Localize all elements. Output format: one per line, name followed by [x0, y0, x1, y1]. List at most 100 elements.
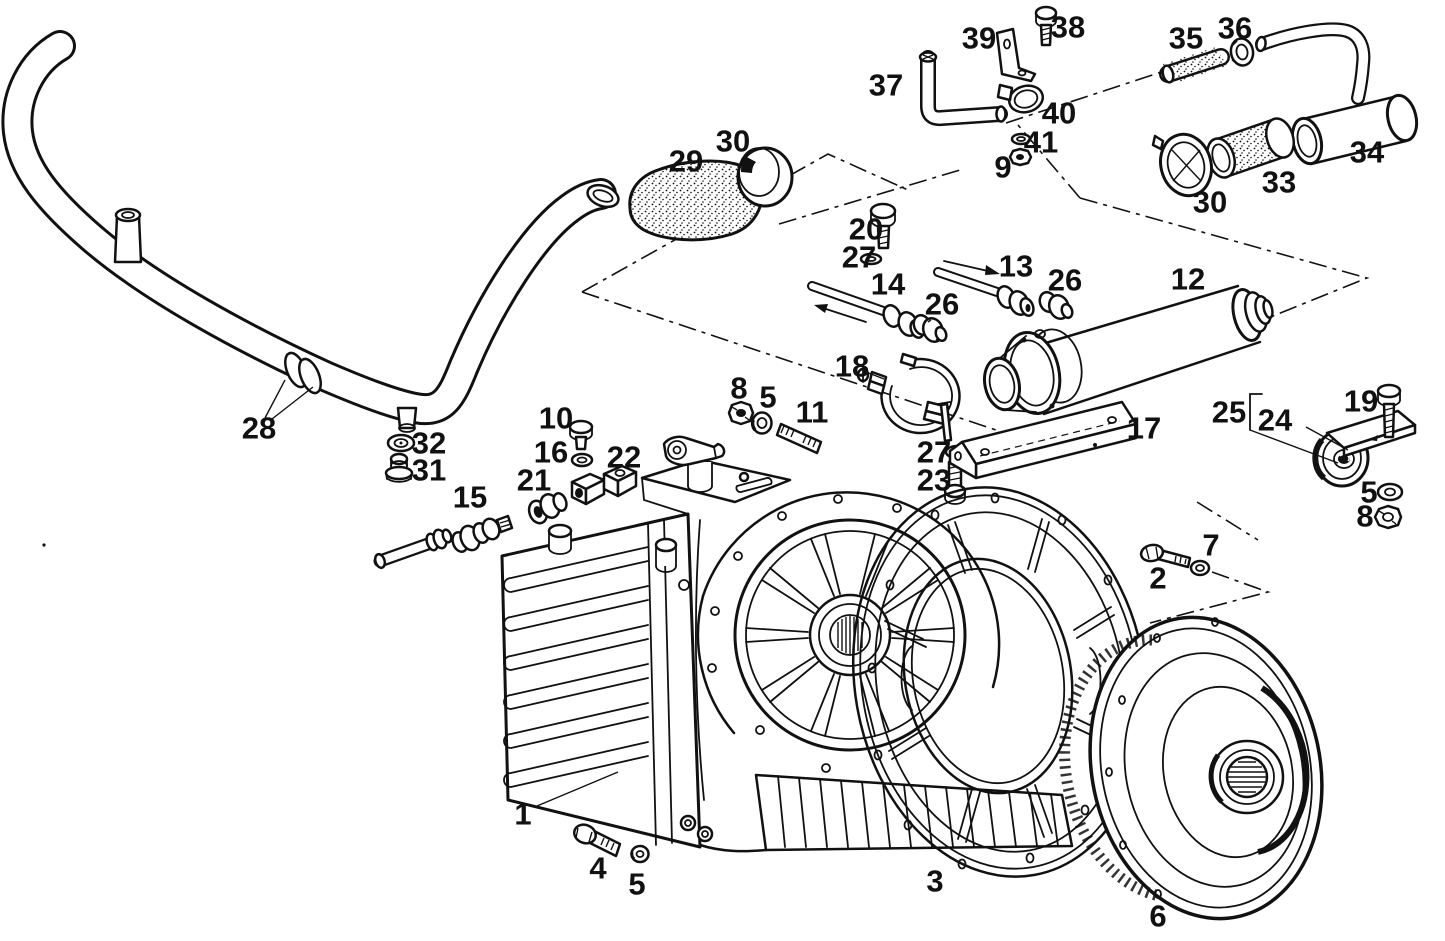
- part-label-26-29: 26: [1048, 263, 1082, 298]
- ring-30a: [736, 146, 794, 208]
- bracket-39: [995, 27, 1037, 83]
- part-label-2-1: 2: [1149, 561, 1166, 596]
- part-label-10-12: 10: [539, 401, 573, 436]
- part-label-6-7: 6: [1149, 899, 1166, 934]
- washer-27a: [859, 252, 883, 266]
- part-label-7-8: 7: [1202, 528, 1219, 563]
- part-label-3-2: 3: [926, 864, 943, 899]
- part-label-14-16: 14: [871, 267, 906, 302]
- reference-plane-lines: [42, 63, 1370, 624]
- cover-6: [1059, 615, 1324, 921]
- part-label-12-14: 12: [1171, 262, 1205, 297]
- part-label-22-24: 22: [607, 440, 641, 475]
- hose-28-coupling: [284, 351, 322, 395]
- flow-arrow-left: [814, 304, 867, 323]
- pipe-13: [933, 267, 1035, 317]
- part-label-8-9: 8: [730, 371, 747, 406]
- pipe-14: [807, 281, 925, 339]
- washer-5b: [1376, 482, 1404, 502]
- part-label-13-15: 13: [999, 249, 1033, 284]
- part-label-39-44: 39: [962, 21, 996, 56]
- ring-spokes: [884, 518, 1116, 843]
- bolt-2: [1139, 543, 1192, 569]
- part-label-16-18: 16: [534, 435, 568, 470]
- bolt-38: [1034, 5, 1058, 47]
- washer-7: [1189, 559, 1211, 577]
- ring-30b: [1151, 132, 1213, 198]
- part-label-8-10: 8: [1356, 499, 1373, 534]
- part-label-26-28: 26: [925, 287, 959, 322]
- part-label-41-46: 41: [1024, 125, 1058, 160]
- callout-25-bracket: [1249, 393, 1349, 464]
- sensor-15: [451, 514, 514, 553]
- blocks-22: [570, 464, 638, 506]
- part-label-18-20: 18: [835, 349, 869, 384]
- part-label-37-42: 37: [869, 68, 903, 103]
- part-label-30-34: 30: [716, 124, 750, 159]
- oil-cooler-12: [983, 284, 1274, 416]
- pipe-unlabeled: [373, 528, 453, 570]
- part-label-23-25: 23: [917, 463, 951, 498]
- part-label-17-19: 17: [1127, 411, 1161, 446]
- bolt-20: [869, 202, 897, 250]
- part-label-24-26: 24: [1258, 403, 1293, 438]
- bracket-17: [948, 400, 1138, 480]
- gearbox-cooling-fins: [503, 546, 649, 788]
- part-label-15-17: 15: [453, 480, 487, 515]
- sleeve-33: [1206, 117, 1295, 179]
- selector-lever: [662, 435, 726, 467]
- nut-9: [1008, 147, 1033, 167]
- bolt-10: [568, 419, 594, 451]
- part-label-34-39: 34: [1350, 135, 1385, 170]
- washer-32: [386, 433, 416, 453]
- filler-cap: [654, 537, 678, 573]
- hose-28-drain-stub: [396, 406, 418, 430]
- part-label-38-43: 38: [1051, 10, 1085, 45]
- fitting-26a: [912, 313, 948, 343]
- leader-lines: [264, 371, 885, 807]
- bolt-19: [1376, 383, 1402, 439]
- part-label-35-40: 35: [1169, 21, 1203, 56]
- pipe-and-tube-34: [1255, 22, 1419, 166]
- part-label-29-33: 29: [669, 144, 703, 179]
- washer-5c: [750, 411, 773, 435]
- breather-cap: [547, 523, 573, 555]
- part-label-31-36: 31: [412, 453, 446, 488]
- part-label-5-4: 5: [628, 867, 645, 902]
- part-label-4-3: 4: [589, 851, 607, 886]
- fitting-26b: [1038, 290, 1074, 320]
- washer-5a: [630, 844, 650, 864]
- nut-8b: [1373, 504, 1403, 530]
- part-label-19-21: 19: [1344, 384, 1378, 419]
- top-plate: [640, 458, 792, 504]
- hose-28: [1, 30, 620, 483]
- part-label-33-38: 33: [1262, 165, 1296, 200]
- part-label-25-27: 25: [1212, 395, 1246, 430]
- part-label-11-13: 11: [796, 395, 829, 430]
- nut-8a: [727, 400, 755, 426]
- part-label-30-35: 30: [1193, 185, 1227, 220]
- clamp-18: [856, 352, 961, 443]
- hose-35: [1159, 47, 1230, 84]
- part-label-5-6: 5: [1360, 475, 1377, 510]
- bolt-4: [573, 823, 622, 858]
- selector-post: [687, 461, 713, 493]
- part-label-36-41: 36: [1218, 11, 1252, 46]
- washer-16: [570, 452, 594, 468]
- mount-24: [1312, 409, 1417, 488]
- part-label-21-23: 21: [517, 463, 551, 498]
- part-label-27-31: 27: [917, 435, 951, 470]
- part-label-28-32: 28: [242, 411, 276, 446]
- part-label-9-11: 9: [994, 150, 1011, 185]
- hose-28-stub-fitting: [113, 214, 143, 264]
- hose-29: [628, 159, 764, 242]
- part-label-27-30: 27: [842, 240, 876, 275]
- plug-31: [384, 452, 414, 483]
- clamp-40: [996, 83, 1045, 114]
- pipe-37: [918, 50, 1008, 127]
- part-label-20-22: 20: [849, 212, 883, 247]
- bell-bolt-holes: [707, 494, 902, 773]
